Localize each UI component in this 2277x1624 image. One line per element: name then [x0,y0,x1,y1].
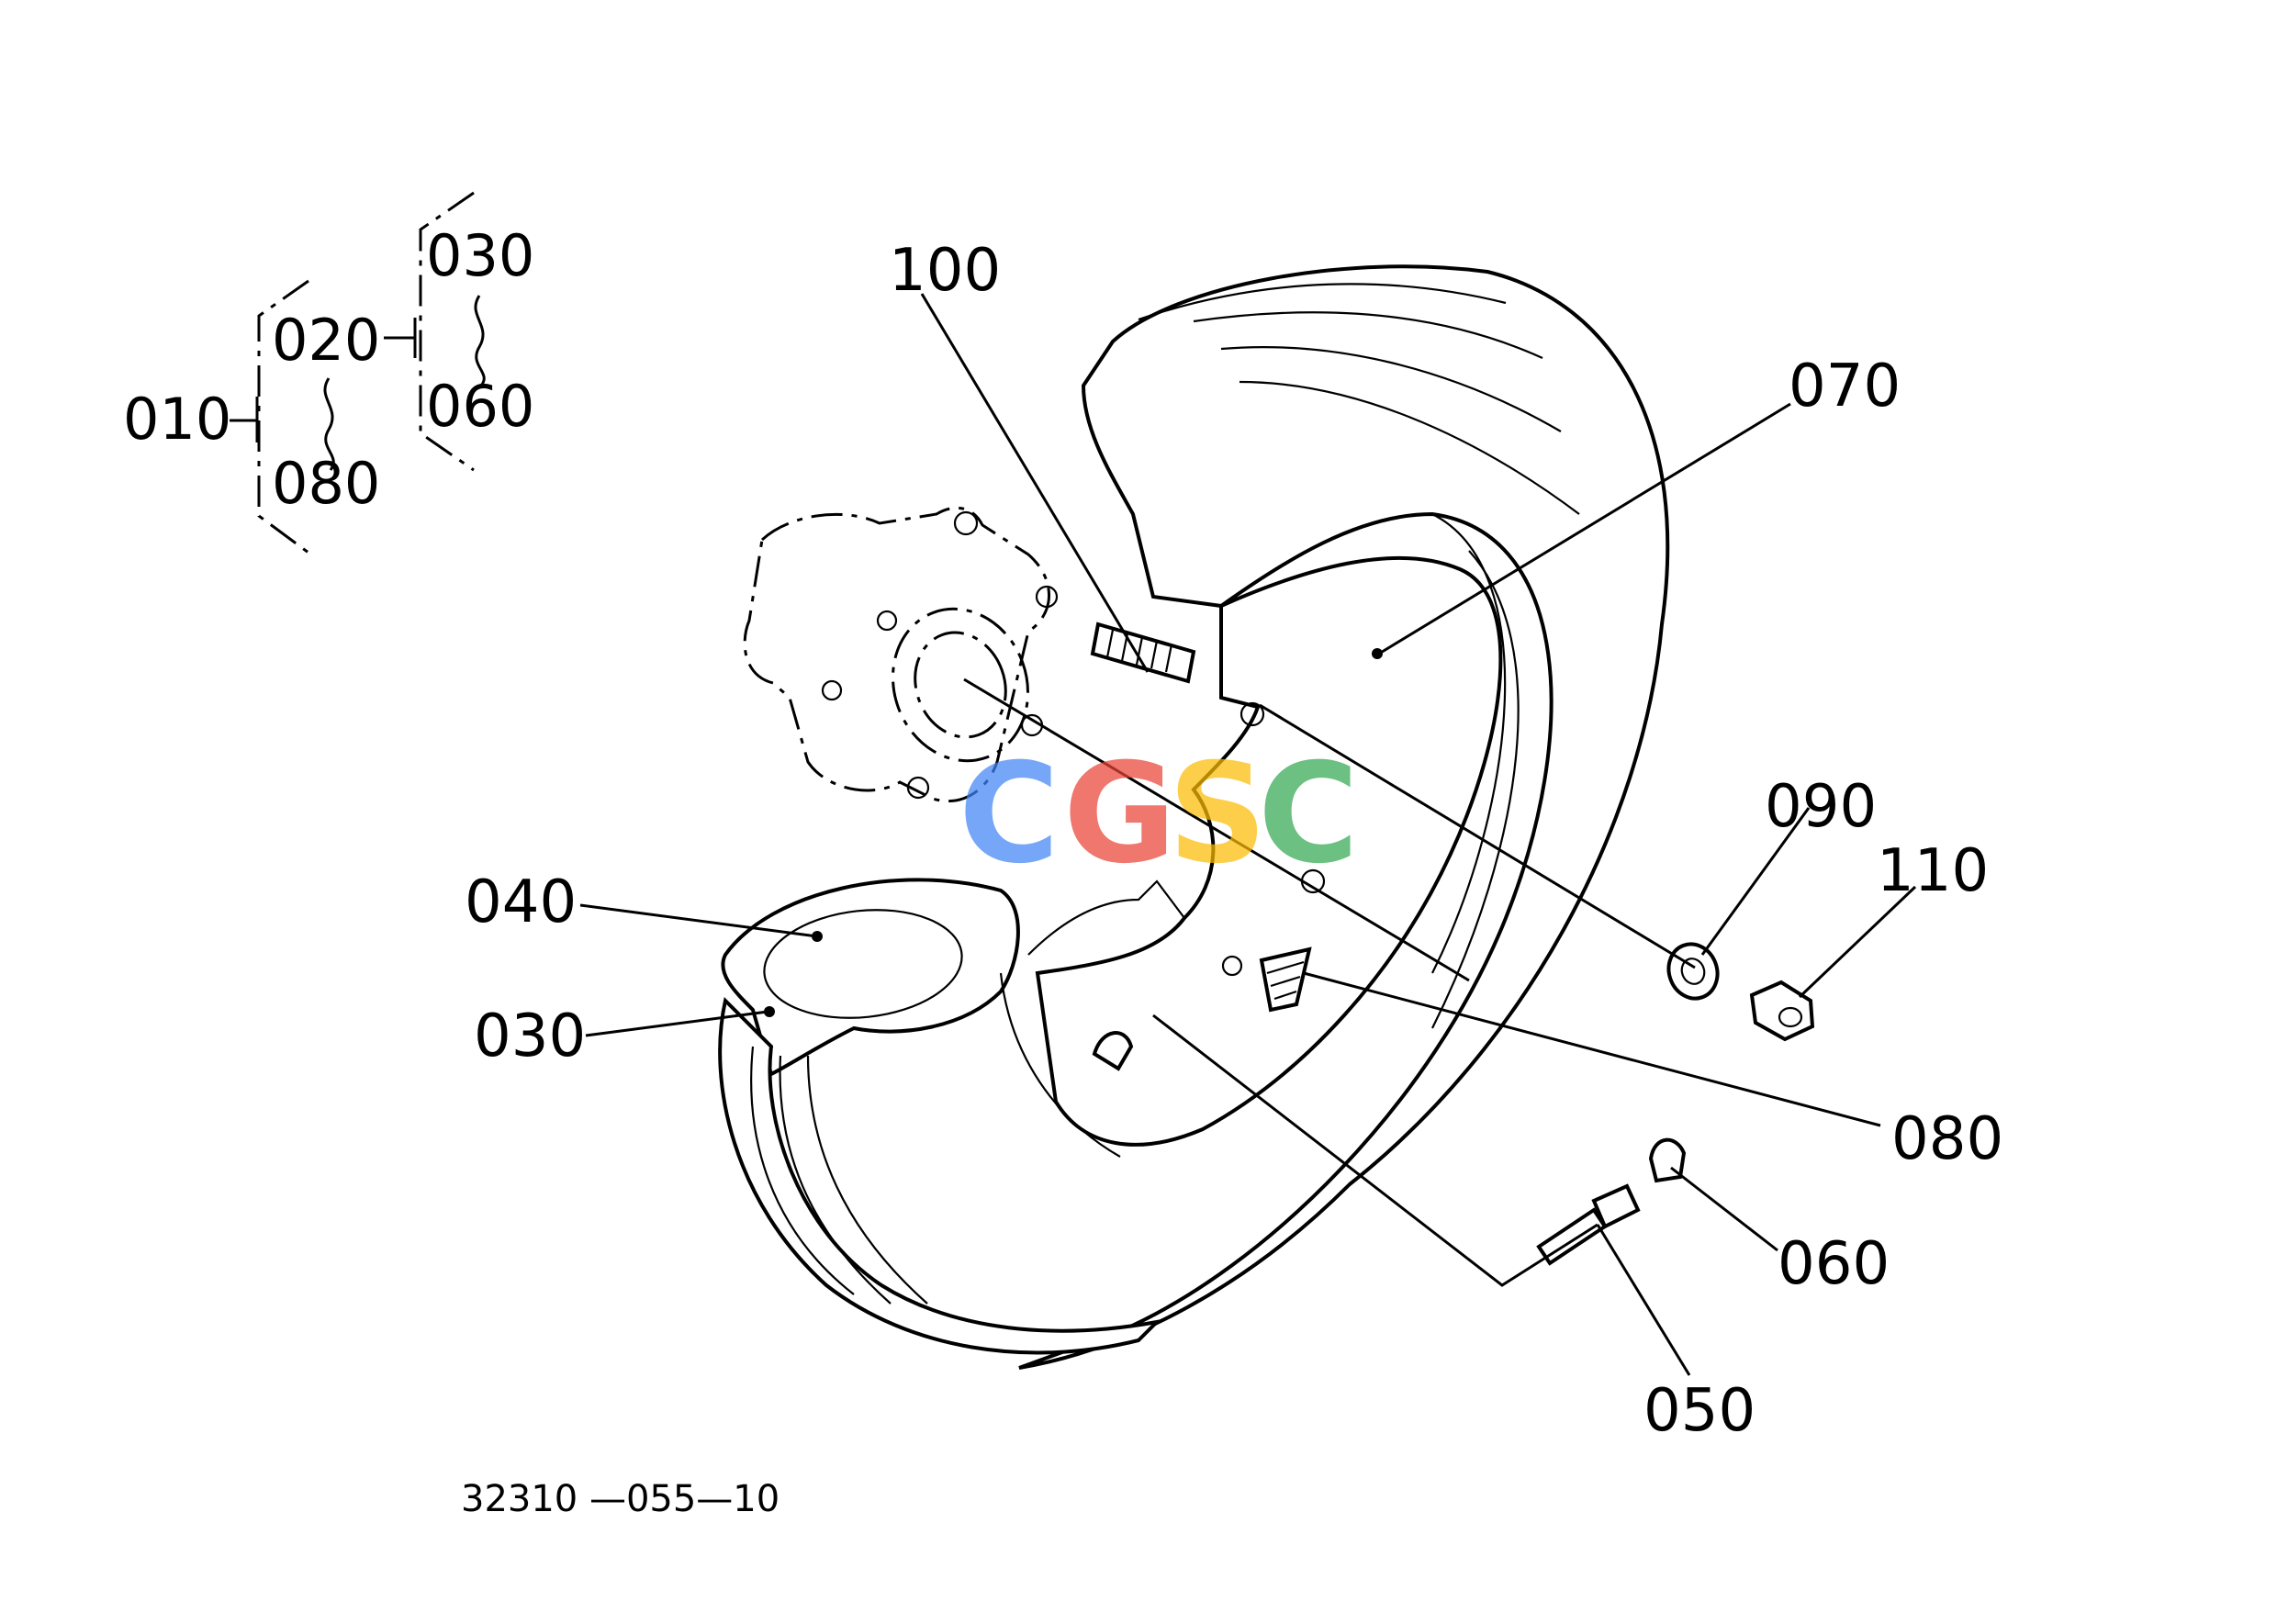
tree-level2-label: 030 [426,222,534,289]
cgsc-watermark: C G S C [959,734,1359,894]
rim-disc [1035,555,1503,1147]
tire-upper [1018,264,1670,1370]
callout-050: 050 [1643,1377,1755,1445]
wheel-hub-outline [743,506,1059,803]
callout-030: 030 [474,1002,586,1070]
tree-level2-range-end: 060 [426,373,534,440]
tire-lower [718,878,1185,1355]
callout-040: 040 [465,868,577,936]
callout-110: 110 [1877,837,1989,905]
wheel-bolt [1090,622,1196,684]
watermark-letter-s: S [1168,734,1267,894]
leader-lines [579,293,1917,1376]
callout-090: 090 [1765,773,1877,841]
hex-nut [1749,980,1815,1042]
watermark-letter-c2: C [1258,734,1359,894]
watermark-letter-g: G [1063,734,1176,894]
callout-100: 100 [889,237,1001,305]
drawing-code: 32310 —055—10 [461,1478,780,1520]
callout-060: 060 [1778,1230,1890,1298]
assembly-tree: 010 020 080 030 060 [123,191,534,554]
callout-070: 070 [1789,353,1901,420]
washer [1666,942,1720,1001]
tree-level1-label: 020 [272,307,380,374]
callout-080: 080 [1891,1105,2003,1173]
tree-root-label: 010 [123,386,231,453]
callout-labels: 100 070 090 110 040 030 080 060 050 [465,237,2003,1445]
watermark-letter-c1: C [959,734,1060,894]
tree-level1-range-end: 080 [272,450,380,517]
